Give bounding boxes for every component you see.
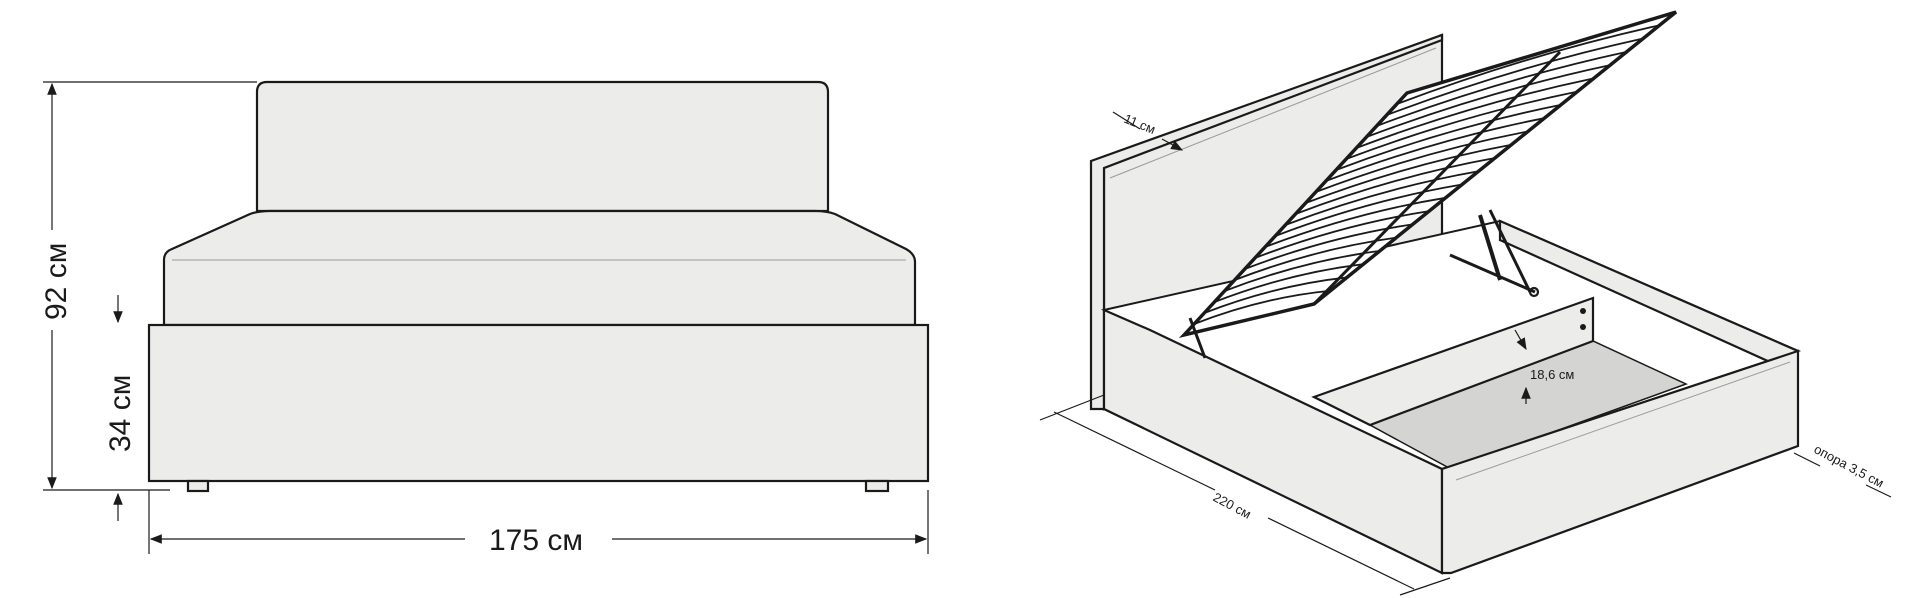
mattress xyxy=(162,209,917,327)
slat xyxy=(1356,77,1594,149)
base-height-label: 34 см xyxy=(104,375,137,452)
slat xyxy=(1285,170,1479,226)
slat xyxy=(1295,157,1496,215)
storage-depth-label: 18,6 см xyxy=(1530,367,1574,382)
slat xyxy=(1345,90,1578,160)
headboard-side xyxy=(1089,33,1444,411)
total-height-label: 92 см xyxy=(40,243,73,320)
footboard xyxy=(1440,349,1800,575)
slat xyxy=(1366,64,1611,138)
slat xyxy=(1325,117,1545,182)
leg-right xyxy=(864,479,890,493)
slat xyxy=(1396,24,1660,105)
leg-height-label: опора 3,5 см xyxy=(1812,441,1887,490)
slat xyxy=(1244,223,1413,270)
slat xyxy=(1264,196,1446,248)
length-label: 220 см xyxy=(1211,489,1254,521)
slat xyxy=(1193,289,1331,325)
slat xyxy=(1203,276,1348,314)
leg-left xyxy=(186,479,210,493)
slat xyxy=(1376,50,1627,127)
slat xyxy=(1254,210,1430,259)
slat xyxy=(1305,143,1512,204)
slat xyxy=(1386,37,1644,116)
gas-lift-struts xyxy=(1188,209,1540,359)
headboard xyxy=(255,80,830,213)
headboard-thickness-label: 11 см xyxy=(1122,111,1158,137)
slat xyxy=(1335,104,1561,171)
iso-view: 11 см 18,6 см 220 см опора 3,5 см xyxy=(1039,10,1892,596)
slat xyxy=(1214,263,1364,303)
front-view: 92 см 34 см 175 см xyxy=(40,80,930,557)
slat xyxy=(1315,130,1529,193)
bed-base xyxy=(147,323,930,483)
middle-divider xyxy=(1311,296,1595,427)
width-label: 175 см xyxy=(489,524,583,557)
slat xyxy=(1274,183,1463,237)
slat-frame xyxy=(1178,10,1678,339)
